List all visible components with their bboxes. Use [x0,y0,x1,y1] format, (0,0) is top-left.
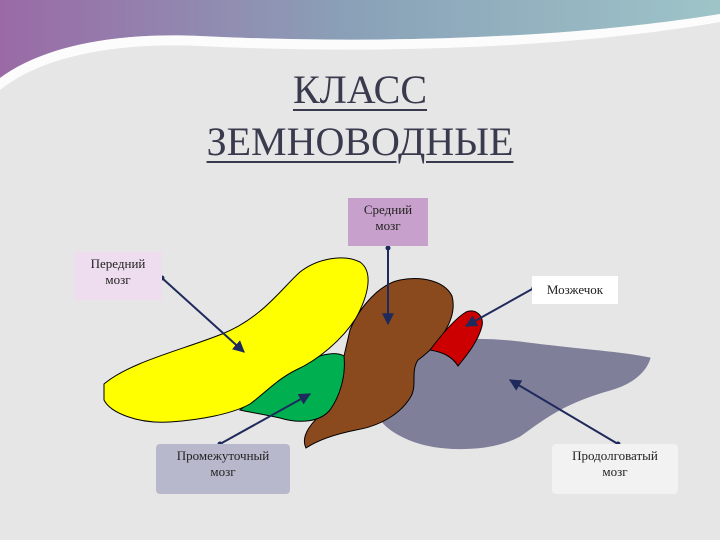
label-forebrain-line-2: мозг [74,272,162,288]
label-midbrain: Средний мозг [348,198,428,246]
label-forebrain-line-1: Передний [74,256,162,272]
arrow-midbrain-start [386,246,391,251]
label-diencephalon: Промежуточный мозг [156,444,290,494]
label-cerebellum-line-1: Мозжечок [532,282,618,298]
label-medulla-line-1: Продолговатый [552,448,678,464]
label-diencephalon-line-1: Промежуточный [156,448,290,464]
label-medulla-line-2: мозг [552,464,678,480]
label-medulla: Продолговатый мозг [552,444,678,494]
arrow-cerebellum [466,288,534,326]
label-diencephalon-line-2: мозг [156,464,290,480]
label-midbrain-line-2: мозг [348,218,428,234]
label-forebrain: Передний мозг [74,252,162,300]
label-cerebellum: Мозжечок [532,276,618,304]
label-midbrain-line-1: Средний [348,202,428,218]
